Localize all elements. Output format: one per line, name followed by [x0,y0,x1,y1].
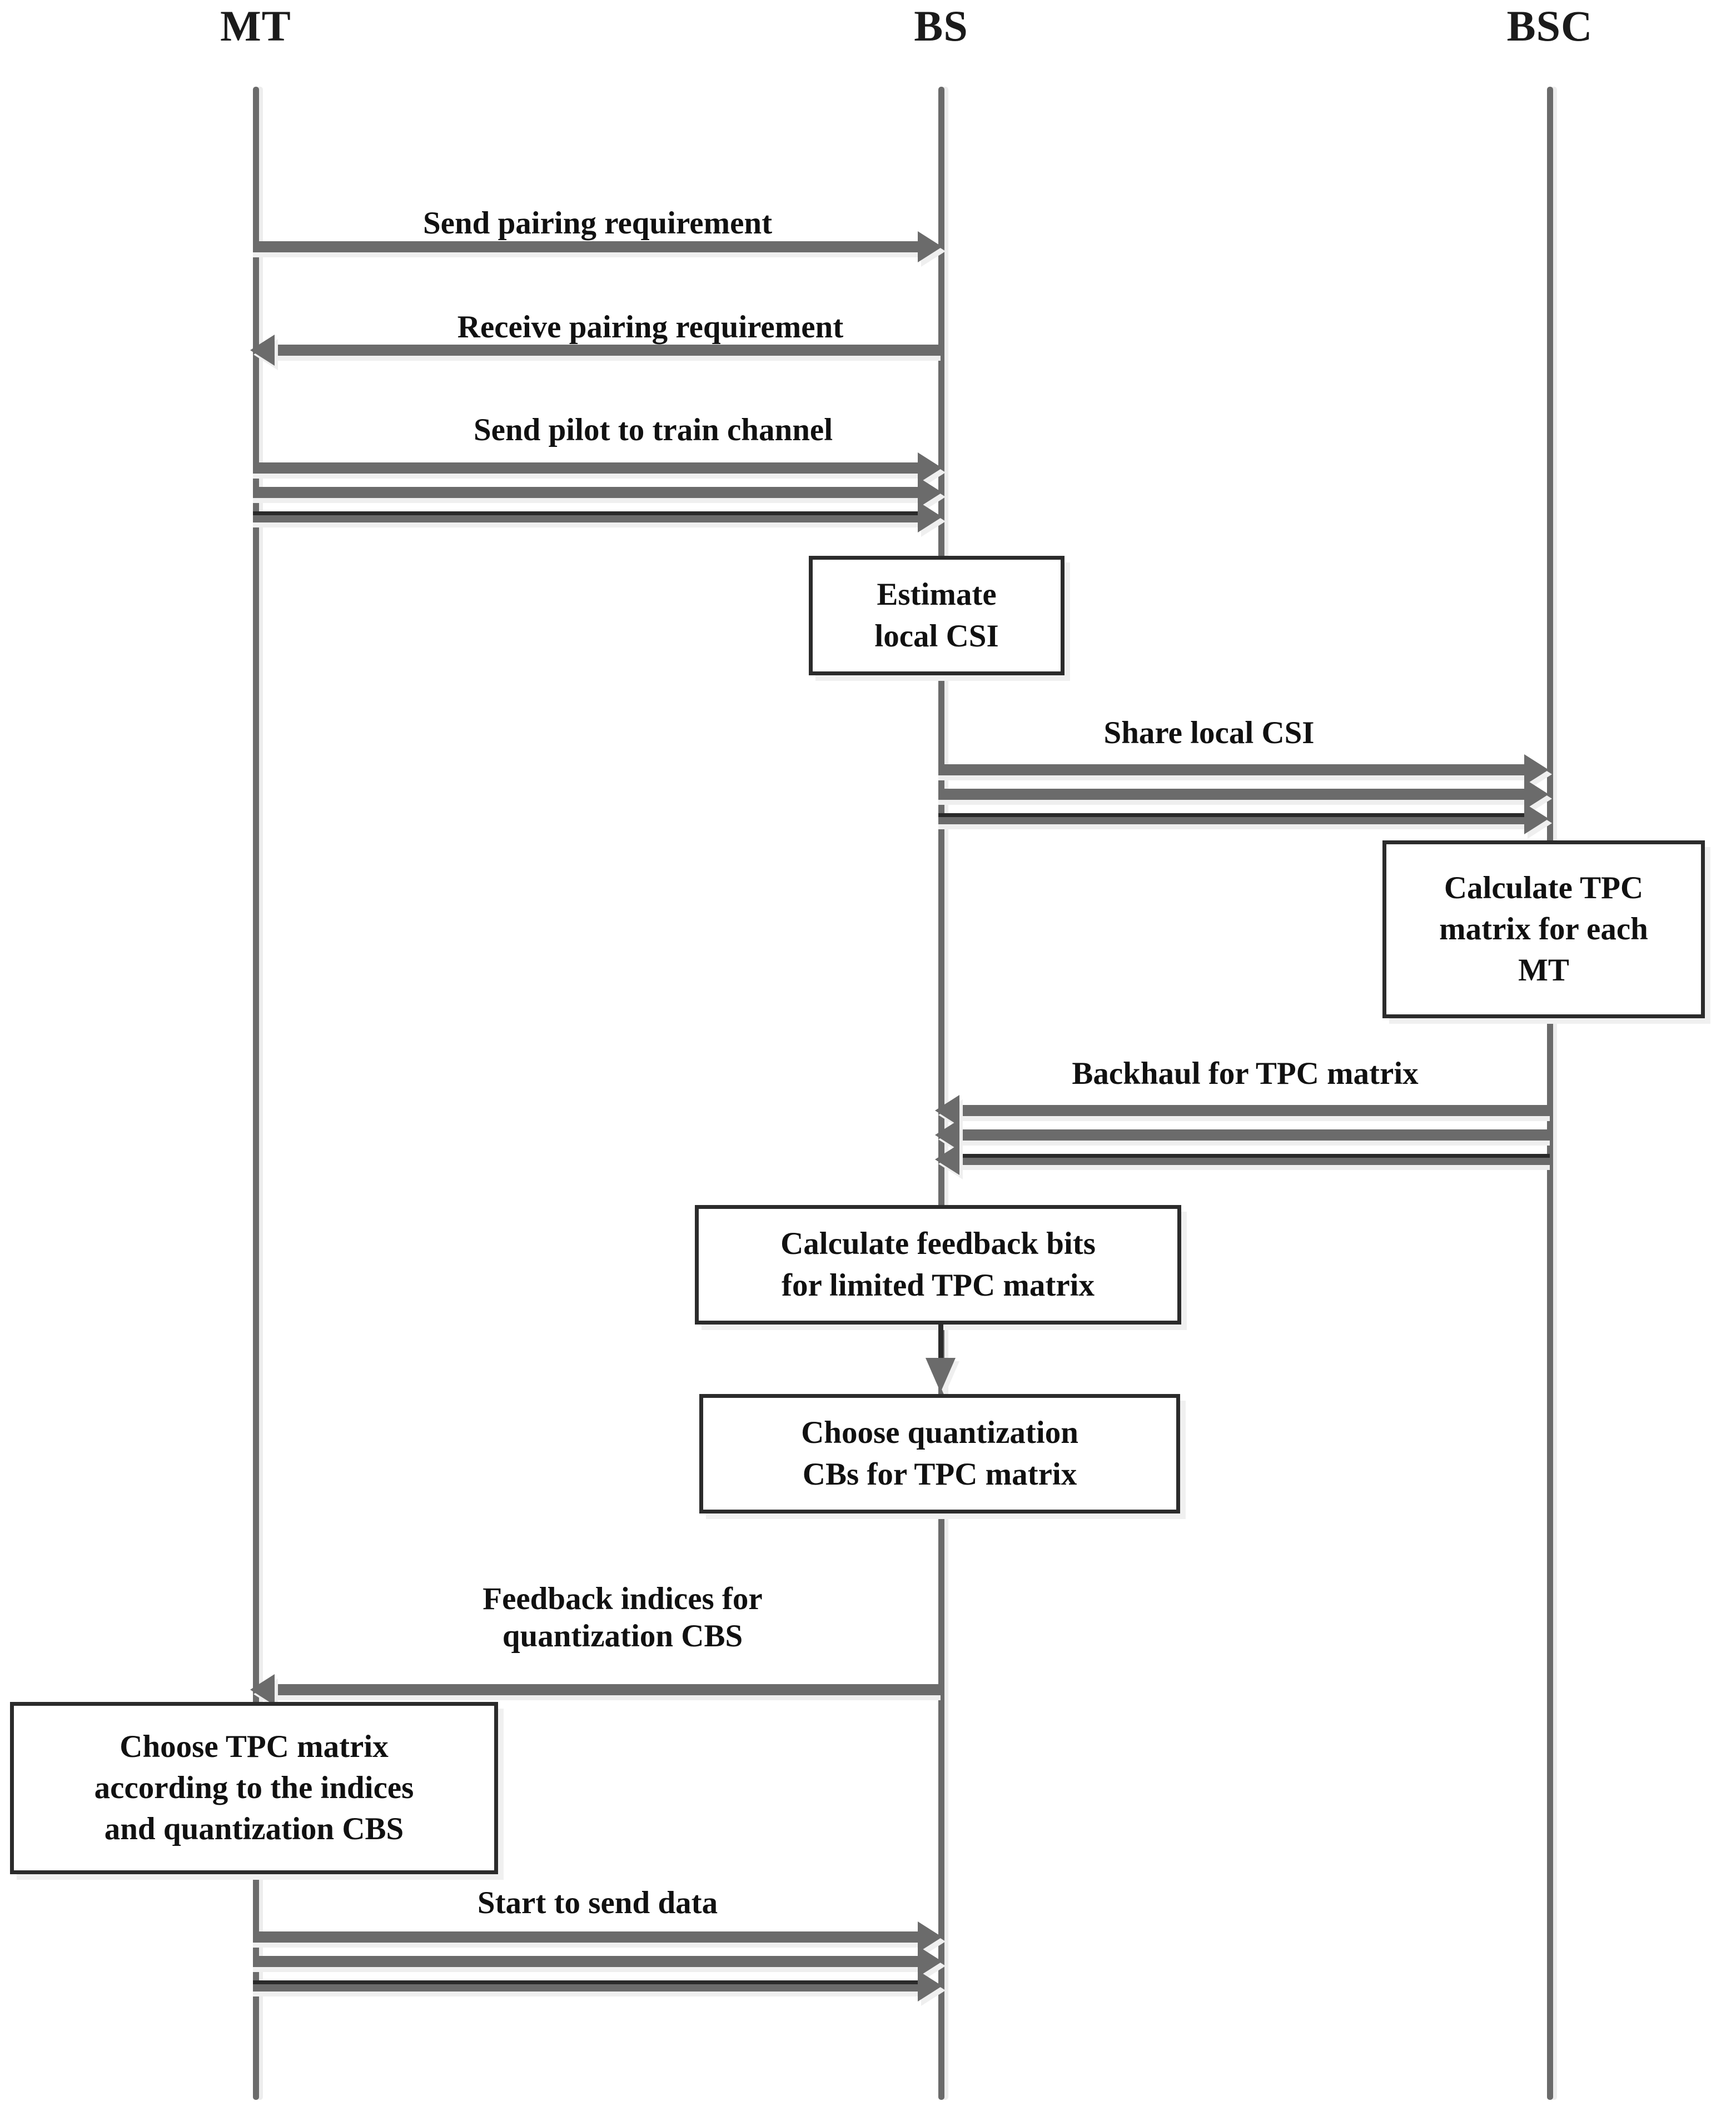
process-box-choose-tpc-matrix: Choose TPC matrix according to the indic… [10,1702,498,1874]
message-label-feedback-indices-line-1: Feedback indices for [483,1581,763,1616]
process-box-estimate-local-csi: Estimate local CSI [809,556,1065,675]
message-arrow-share-local-csi-beam-2 [938,779,1561,810]
process-box-calculate-tpc-matrix: Calculate TPC matrix for each MT [1382,840,1705,1018]
actor-label-bsc: BSC [1506,2,1593,50]
actor-label-bs: BS [914,2,968,50]
message-label-send-pairing-requirement: Send pairing requirement [422,206,773,241]
message-arrow-start-to-send-data-beam-2 [253,1946,948,1977]
message-arrow-start-to-send-data-beam-3 [253,1970,948,2002]
message-arrow-send-pairing-requirement [253,231,948,262]
message-arrow-start-to-send-data-beam-1 [253,1921,948,1953]
message-arrow-send-pilot-beam-1 [253,452,948,484]
process-box-calculate-tpc-matrix-line-3: MT [1518,953,1569,988]
message-arrow-backhaul-beam-1 [934,1095,1562,1126]
process-box-choose-tpc-matrix-line-1: Choose TPC matrix [120,1729,389,1764]
message-label-send-pilot-to-train-channel: Send pilot to train channel [473,412,833,447]
message-arrow-share-local-csi-beam-3 [938,803,1561,834]
process-box-choose-tpc-matrix-line-2: according to the indices [94,1770,414,1805]
lifeline-bsc [1547,87,1553,2100]
process-box-calculate-tpc-matrix-line-1: Calculate TPC [1444,870,1644,905]
lifeline-mt [253,87,259,2100]
message-label-feedback-indices-line-2: quantization CBS [502,1619,743,1654]
message-arrow-feedback-indices [249,1674,944,1705]
message-label-receive-pairing-requirement: Receive pairing requirement [457,310,844,345]
lifeline-bs [938,87,944,2100]
message-arrow-backhaul-beam-3 [934,1144,1562,1175]
process-box-choose-quantization-cbs-line-2: CBs for TPC matrix [802,1456,1077,1492]
process-box-calculate-feedback-bits-line-2: for limited TPC matrix [781,1267,1095,1303]
actor-label-mt: MT [220,2,291,50]
process-box-calculate-feedback-bits: Calculate feedback bits for limited TPC … [695,1205,1181,1325]
message-arrow-share-local-csi-beam-1 [938,754,1561,785]
message-arrow-send-pilot-beam-3 [253,501,948,532]
process-box-choose-quantization-cbs-line-1: Choose quantization [801,1415,1078,1451]
connector-arrow-feedback-to-quantization [926,1325,956,1393]
process-box-choose-tpc-matrix-line-3: and quantization CBS [104,1811,404,1847]
process-box-choose-quantization-cbs: Choose quantization CBs for TPC matrix [699,1394,1180,1513]
process-box-estimate-local-csi-line-2: local CSI [874,618,999,654]
message-label-backhaul-for-tpc-matrix: Backhaul for TPC matrix [1072,1056,1419,1091]
message-arrow-backhaul-beam-2 [934,1119,1562,1151]
message-label-feedback-indices: Feedback indices for quantization CBS [411,1580,834,1655]
message-arrow-receive-pairing-requirement [249,335,944,366]
process-box-estimate-local-csi-line-1: Estimate [877,577,997,613]
process-box-calculate-feedback-bits-line-1: Calculate feedback bits [780,1226,1096,1262]
message-label-start-to-send-data: Start to send data [477,1885,718,1920]
process-box-calculate-tpc-matrix-line-2: matrix for each [1439,911,1648,947]
message-arrow-send-pilot-beam-2 [253,477,948,508]
message-label-share-local-csi: Share local CSI [1103,715,1315,750]
